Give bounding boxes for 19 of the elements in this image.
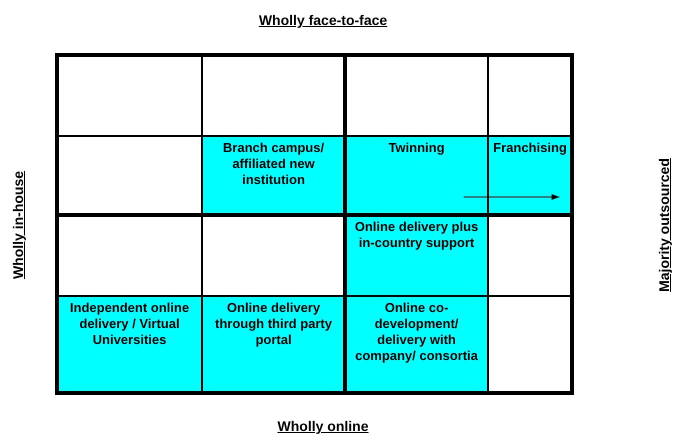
cell-text: Online delivery plus in-country support bbox=[354, 219, 480, 251]
axis-label: Wholly online bbox=[278, 418, 368, 434]
cell-text: Independent online delivery / Virtual Universities bbox=[68, 300, 190, 348]
highlighted-cell bbox=[345, 136, 488, 215]
cell-text: Twinning bbox=[387, 140, 446, 156]
axis-label: Wholly face-to-face bbox=[258, 12, 388, 28]
highlighted-cell bbox=[202, 136, 345, 215]
cell-text: Online co-development/ delivery with company/ consortia bbox=[354, 300, 479, 364]
highlighted-cell bbox=[202, 296, 345, 393]
cell-text: Branch campus/ affiliated new institution bbox=[222, 140, 326, 188]
highlighted-cell bbox=[345, 215, 488, 296]
cell-text: Online delivery through third party portal bbox=[214, 300, 333, 348]
arrow bbox=[463, 194, 560, 200]
axis-label: Wholly in-house bbox=[10, 170, 26, 280]
cell-text: Franchising bbox=[492, 140, 568, 156]
highlighted-cell bbox=[345, 296, 488, 393]
highlighted-cell bbox=[57, 296, 202, 393]
highlighted-cell bbox=[488, 136, 572, 215]
axis-label: Majority outsourced bbox=[656, 158, 672, 292]
